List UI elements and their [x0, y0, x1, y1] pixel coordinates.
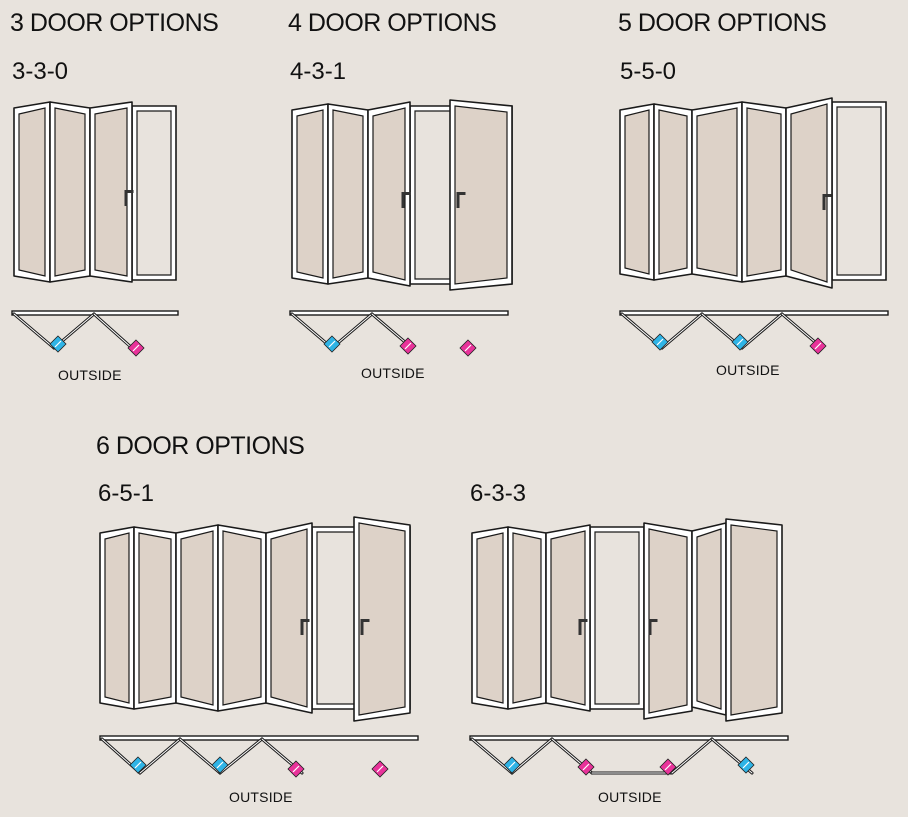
- group-heading-5-door: 5 DOOR OPTIONS: [618, 9, 827, 37]
- door-panel-glass: [730, 524, 778, 716]
- door-panel-glass: [372, 107, 406, 281]
- door-panel-glass: [104, 532, 130, 704]
- door-handle-lever: [360, 619, 370, 622]
- door-elevation-3-3-0: [13, 101, 177, 283]
- fold-track: [619, 310, 889, 316]
- door-panel-glass: [296, 109, 324, 279]
- door-handle-lever: [401, 192, 411, 195]
- fold-plan-6-5-1: [99, 735, 419, 778]
- door-handle-icon: [578, 619, 582, 635]
- group-heading-4-door: 4 DOOR OPTIONS: [288, 9, 497, 37]
- door-handle-icon: [456, 192, 460, 208]
- swing-arrow-glyph: [582, 763, 590, 771]
- swing-arrow-glyph: [814, 342, 822, 350]
- config-code-6-5-1: 6-5-1: [98, 480, 155, 507]
- door-panel-glass: [512, 532, 542, 704]
- door-panel-glass: [550, 530, 586, 706]
- swing-arrow-glyph: [292, 765, 300, 773]
- swing-arrow-glyph: [134, 761, 142, 769]
- fold-panel-line-inner: [179, 738, 221, 774]
- door-elevation-4-3-1: [291, 99, 513, 291]
- door-panel-glass: [696, 528, 722, 710]
- door-handle-lever: [124, 190, 134, 193]
- swing-arrow-glyph: [54, 340, 62, 348]
- fold-plan-5-5-0: [619, 310, 889, 355]
- door-panel-glass: [18, 107, 46, 277]
- fold-track: [99, 735, 419, 741]
- door-panel-glass: [790, 103, 828, 283]
- door-handle-icon: [822, 194, 826, 210]
- config-code-6-3-3: 6-3-3: [470, 480, 527, 507]
- outside-label-6-5-1: OUTSIDE: [229, 789, 293, 805]
- outside-label-5-5-0: OUTSIDE: [716, 362, 780, 378]
- door-panel-glass: [270, 528, 308, 708]
- door-panel-glass: [54, 107, 86, 277]
- swing-arrow-glyph: [656, 338, 664, 346]
- door-panel-glass: [222, 530, 262, 706]
- fold-panel-line-inner: [13, 313, 55, 349]
- fold-plan-6-3-3: [469, 735, 789, 776]
- fold-plan-3-3-0: [11, 310, 179, 357]
- fold-panel-line-inner: [741, 313, 783, 349]
- fold-panel-line-inner: [511, 738, 553, 774]
- fold-panel-line-inner: [219, 738, 263, 774]
- config-code-3-3-0: 3-3-0: [12, 58, 69, 85]
- swing-arrow-glyph: [132, 344, 140, 352]
- group-heading-3-door: 3 DOOR OPTIONS: [10, 9, 219, 37]
- fold-track: [289, 310, 509, 316]
- fold-panel-line-inner: [93, 313, 133, 349]
- door-panel-glass: [696, 107, 738, 277]
- door-handle-icon: [648, 619, 652, 635]
- swing-arrow-glyph: [664, 763, 672, 771]
- door-elevation-5-5-0: [619, 97, 887, 289]
- door-panel-glass: [358, 522, 406, 716]
- swing-arrow-glyph: [376, 765, 384, 773]
- config-code-5-5-0: 5-5-0: [620, 58, 677, 85]
- swing-arrow-glyph: [404, 342, 412, 350]
- door-handle-icon: [124, 190, 128, 206]
- door-frame-opening: [836, 106, 882, 276]
- door-elevation-6-3-3: [471, 518, 783, 722]
- door-panel-glass: [332, 109, 364, 279]
- door-handle-lever: [822, 194, 832, 197]
- outside-label-6-3-3: OUTSIDE: [598, 789, 662, 805]
- door-handle-icon: [300, 619, 304, 635]
- swing-arrow-glyph: [464, 344, 472, 352]
- fold-panel-line-inner: [661, 313, 703, 349]
- door-elevation-6-5-1: [99, 516, 411, 722]
- door-panel-glass: [648, 528, 688, 714]
- door-panel-glass: [94, 107, 128, 277]
- door-panel-glass: [624, 109, 650, 275]
- fold-panel-line-inner: [471, 738, 513, 774]
- door-handle-lever: [456, 192, 466, 195]
- door-handle-icon: [360, 619, 364, 635]
- group-heading-6-door: 6 DOOR OPTIONS: [96, 432, 305, 460]
- swing-arrow-glyph: [508, 761, 516, 769]
- swing-arrow-glyph: [736, 338, 744, 346]
- door-panel-glass: [658, 109, 688, 275]
- door-frame-opening: [594, 531, 640, 705]
- door-panel-glass: [746, 107, 782, 277]
- outside-label-3-3-0: OUTSIDE: [58, 367, 122, 383]
- outside-label-4-3-1: OUTSIDE: [361, 365, 425, 381]
- fold-track: [469, 735, 789, 741]
- door-handle-icon: [401, 192, 405, 208]
- fold-panel-line-inner: [139, 738, 181, 774]
- fold-plan-4-3-1: [289, 310, 509, 357]
- door-handle-lever: [648, 619, 658, 622]
- config-code-4-3-1: 4-3-1: [290, 58, 347, 85]
- swing-arrow-glyph: [742, 761, 750, 769]
- door-frame-opening: [136, 110, 172, 276]
- swing-arrow-glyph: [216, 761, 224, 769]
- door-panel-glass: [180, 530, 214, 706]
- door-panel-glass: [476, 532, 504, 704]
- door-handle-lever: [300, 619, 310, 622]
- door-handle-lever: [578, 619, 588, 622]
- door-panel-glass: [454, 105, 508, 285]
- fold-panel-line-inner: [671, 738, 713, 774]
- door-panel-glass: [138, 532, 172, 704]
- swing-arrow-glyph: [328, 340, 336, 348]
